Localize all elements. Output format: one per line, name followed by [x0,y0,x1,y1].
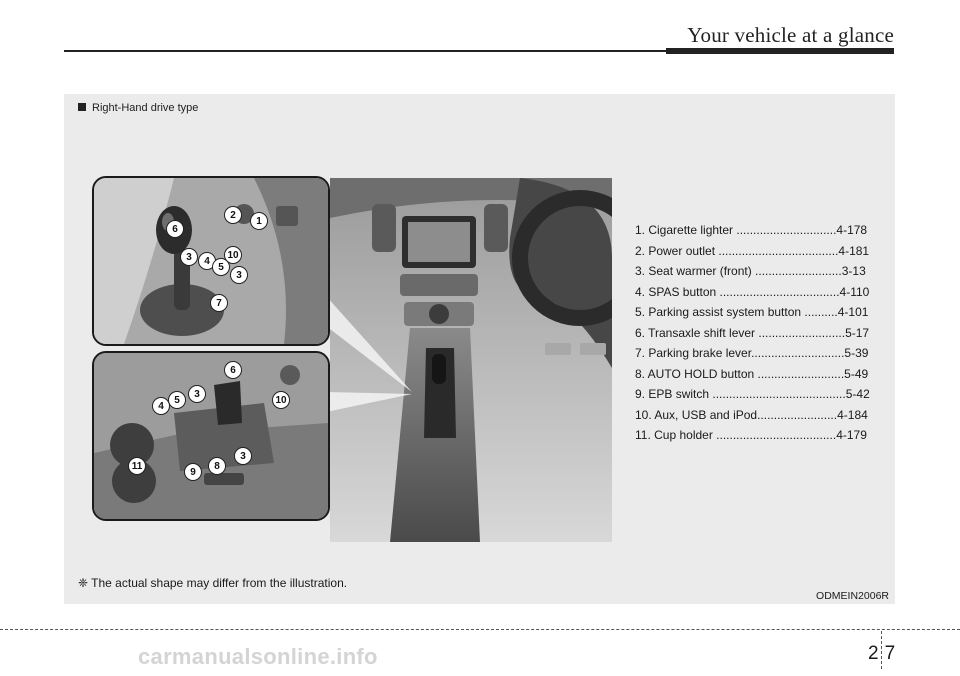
callout-pin: 1 [250,212,268,230]
callout-pin: 2 [224,206,242,224]
list-item: 11. Cup holder .........................… [635,428,867,442]
drive-type-label: Right-Hand drive type [78,102,198,114]
callout-wedges [326,296,412,412]
illustration-panel: Right-Hand drive type [64,94,895,604]
dashboard-photo [330,178,612,542]
header-bar [666,48,894,54]
page-number-separator [880,631,883,669]
header-rule [64,50,894,52]
watermark-text: carmanualsonline.info [138,644,378,669]
callout-pin: 6 [166,220,184,238]
footer-dashed-rule [0,629,960,630]
callout-pin: 3 [230,266,248,284]
callout-pin: 3 [234,447,252,465]
list-item: 7. Parking brake lever..................… [635,346,869,360]
dashboard-drawing [330,178,612,542]
callout-pin: 3 [180,248,198,266]
callout-pin: 10 [224,246,242,264]
inset-bottom-view: 6 3 5 4 10 11 9 8 3 [92,351,330,521]
illustration-footnote: ❈ The actual shape may differ from the i… [78,576,348,590]
callout-pin: 4 [152,397,170,415]
page-header-title: Your vehicle at a glance [687,23,894,47]
list-item: 6. Transaxle shift lever ...............… [635,325,870,340]
list-item: 8. AUTO HOLD button ....................… [635,366,869,381]
chapter-number: 2 [868,643,879,664]
inset-top-view: 6 2 1 3 4 5 10 3 7 [92,176,330,346]
component-list: 1. Cigarette lighter ...................… [635,220,890,446]
list-item: 5. Parking assist system button ........… [635,305,869,319]
callout-pin: 6 [224,361,242,379]
list-item: 10. Aux, USB and iPod...................… [635,407,868,422]
callout-pin: 9 [184,463,202,481]
callout-pin: 8 [208,457,226,475]
callout-pin: 7 [210,294,228,312]
callout-pin: 10 [272,391,290,409]
list-item: 3. Seat warmer (front) .................… [635,264,866,278]
list-item: 2. Power outlet ........................… [635,243,870,258]
square-bullet-icon [78,103,86,111]
callout-pin: 11 [128,457,146,475]
list-item: 1. Cigarette lighter ...................… [635,223,868,237]
callout-pin: 3 [188,385,206,403]
drive-type-text: Right-Hand drive type [92,102,199,114]
console-illustration: 6 2 1 3 4 5 10 3 7 6 3 5 4 [92,176,612,596]
list-item: 4. SPAS button .........................… [635,284,870,299]
image-code: ODMEIN2006R [816,590,889,602]
page-index: 7 [884,643,896,664]
callout-pin: 5 [212,258,230,276]
callout-pin: 5 [168,391,186,409]
list-item: 9. EPB switch ..........................… [635,387,870,401]
